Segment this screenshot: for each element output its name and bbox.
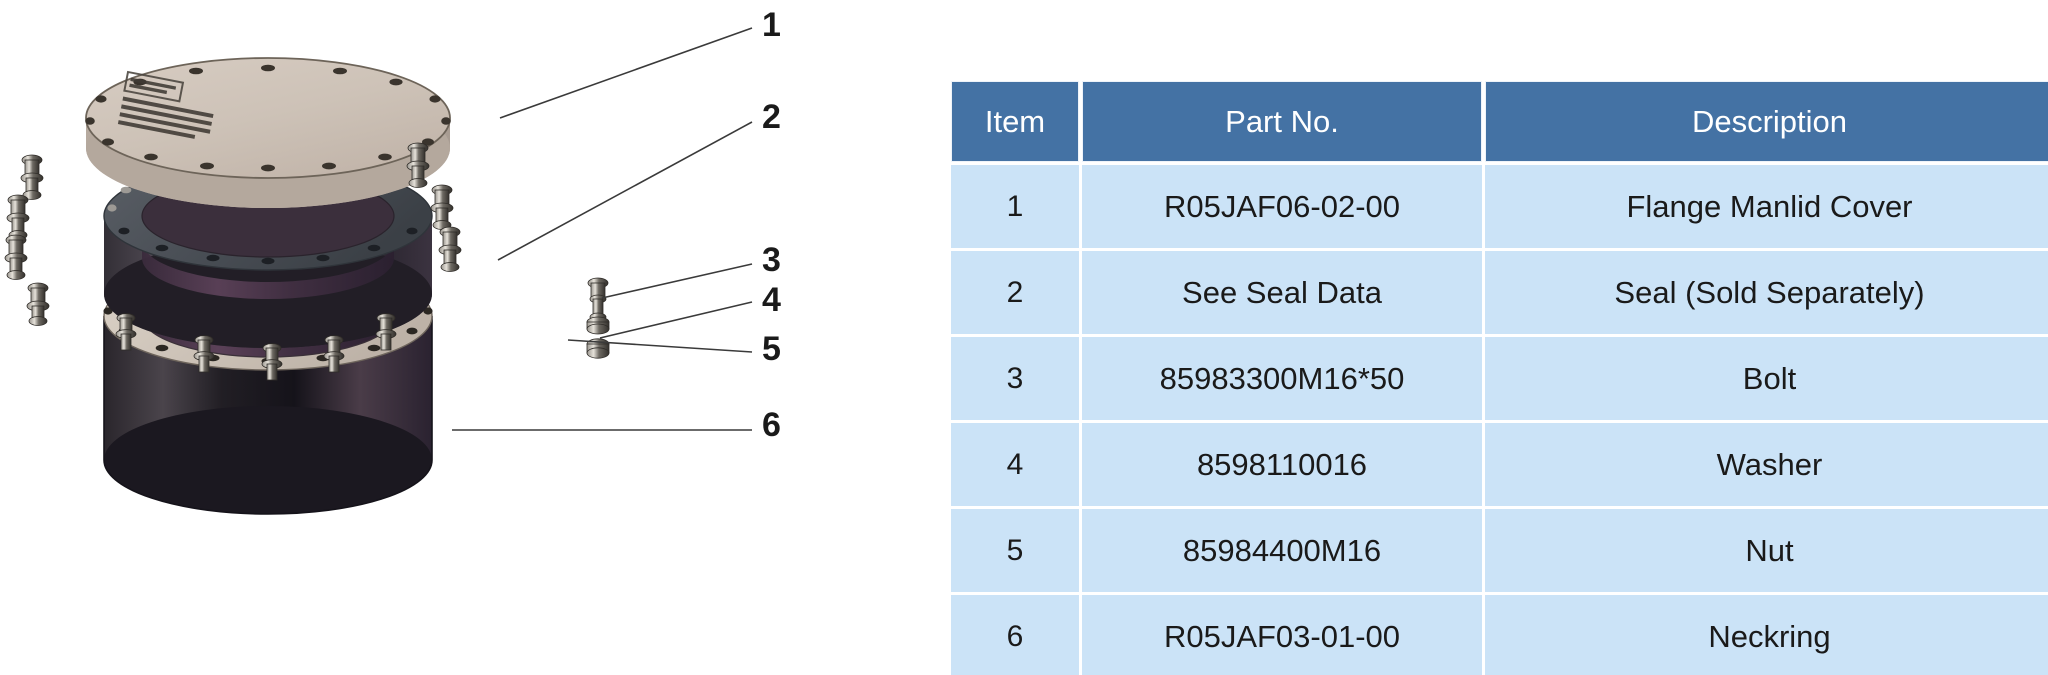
fasteners-installed-on-neckring	[115, 313, 397, 381]
cell-description: Washer	[1485, 423, 2048, 506]
exploded-assembly-illustration	[0, 0, 948, 675]
cell-part-no: R05JAF03-01-00	[1082, 595, 1482, 675]
detail-bolt-part	[587, 277, 609, 322]
cell-item: 6	[951, 595, 1079, 675]
callout-number-1: 1	[762, 6, 781, 44]
cell-part-no: 8598110016	[1082, 423, 1482, 506]
table-row: 5 85984400M16 Nut	[951, 509, 2048, 592]
column-header-item: Item	[951, 81, 1079, 162]
cell-item: 2	[951, 251, 1079, 334]
table-row: 3 85983300M16*50 Bolt	[951, 337, 2048, 420]
table-row: 2 See Seal Data Seal (Sold Separately)	[951, 251, 2048, 334]
column-header-part-no: Part No.	[1082, 81, 1482, 162]
cell-description: Flange Manlid Cover	[1485, 165, 2048, 248]
fastener-cluster-right	[406, 142, 462, 272]
table-row: 4 8598110016 Washer	[951, 423, 2048, 506]
leader-line-4	[599, 301, 753, 339]
detail-washer-part	[586, 316, 610, 335]
seal-ring-bolt-holes	[107, 186, 418, 265]
neckring-part	[103, 316, 433, 515]
callout-number-3: 3	[762, 241, 781, 279]
callout-number-5: 5	[762, 330, 781, 368]
column-header-description: Description	[1485, 81, 2048, 162]
flange-manlid-cover-part	[85, 57, 451, 208]
table-header-row: Item Part No. Description	[951, 81, 2048, 162]
table-row: 1 R05JAF06-02-00 Flange Manlid Cover	[951, 165, 2048, 248]
cell-part-no: R05JAF06-02-00	[1082, 165, 1482, 248]
leader-lines	[452, 27, 753, 431]
cell-item: 4	[951, 423, 1079, 506]
cell-item: 1	[951, 165, 1079, 248]
cell-part-no: 85984400M16	[1082, 509, 1482, 592]
cell-part-no: See Seal Data	[1082, 251, 1482, 334]
parts-table-header: Item Part No. Description	[951, 81, 2048, 162]
cover-nameplate-icon	[117, 70, 214, 139]
cell-item: 5	[951, 509, 1079, 592]
cell-item: 3	[951, 337, 1079, 420]
cell-description: Bolt	[1485, 337, 2048, 420]
parts-table-body: 1 R05JAF06-02-00 Flange Manlid Cover 2 S…	[951, 165, 2048, 675]
cell-description: Nut	[1485, 509, 2048, 592]
cover-bolt-holes	[85, 64, 451, 172]
leader-line-1	[499, 27, 753, 119]
parts-table-container: Item Part No. Description 1 R05JAF06-02-…	[948, 78, 2048, 675]
cell-description: Neckring	[1485, 595, 2048, 675]
leader-line-5	[567, 339, 753, 353]
parts-table: Item Part No. Description 1 R05JAF06-02-…	[948, 78, 2048, 675]
table-row: 6 R05JAF03-01-00 Neckring	[951, 595, 2048, 675]
fastener-cluster-left	[4, 154, 50, 326]
callout-number-2: 2	[762, 98, 781, 136]
leader-line-3	[601, 263, 753, 299]
callout-number-4: 4	[762, 281, 781, 319]
cell-description: Seal (Sold Separately)	[1485, 251, 2048, 334]
callout-number-6: 6	[762, 406, 781, 444]
cell-part-no: 85983300M16*50	[1082, 337, 1482, 420]
leader-line-2	[497, 121, 753, 261]
